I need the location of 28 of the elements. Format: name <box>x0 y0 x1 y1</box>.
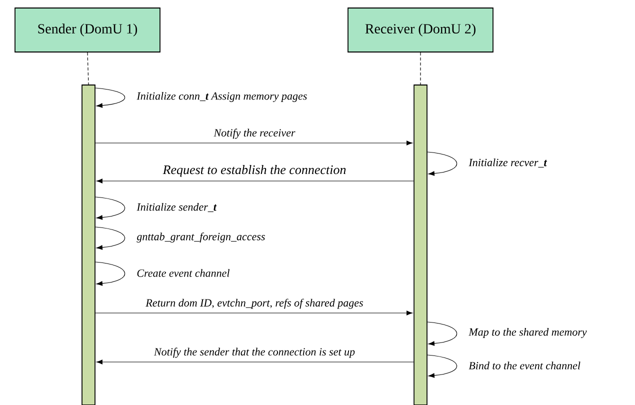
edge-label: gnttab_grant_foreign_access <box>136 232 265 243</box>
self-loop-arrow <box>427 152 458 176</box>
activation-bar <box>82 84 96 405</box>
lifeline <box>87 52 89 85</box>
edge-label: Create event channel <box>137 269 230 277</box>
self-loop-arrow <box>95 88 126 108</box>
edge-label: Bind to the event channel <box>468 362 580 370</box>
lifeline <box>420 52 421 85</box>
edge-label: Notify the sender that the connection is set up <box>154 348 355 358</box>
edge-label: Return dom ID, evtchn_port, refs of shared pages <box>146 298 363 309</box>
edge-label: Notify the receiver <box>214 128 296 139</box>
actor-box: Sender (DomU 1) <box>14 8 160 52</box>
self-loop-arrow <box>427 354 458 378</box>
message-arrow <box>95 140 413 146</box>
message-arrow <box>96 360 414 364</box>
edge-label: Map to the shared memory <box>468 328 587 338</box>
edge-label: Initialize sender_t <box>136 203 217 212</box>
self-loop-arrow <box>95 196 126 220</box>
edge-label: Initialize recver_t <box>468 158 548 168</box>
message-arrow <box>96 178 414 184</box>
self-loop-arrow <box>427 322 458 346</box>
activation-bar <box>414 84 428 405</box>
message-arrow <box>95 310 413 316</box>
self-loop-arrow <box>95 226 126 250</box>
edge-label: Initialize conn_t Assign memory pages <box>136 92 307 102</box>
edge-label: Request to establish the connection <box>162 165 346 177</box>
actor-box: Receiver (DomU 2) <box>348 8 494 52</box>
self-loop-arrow <box>95 262 126 286</box>
